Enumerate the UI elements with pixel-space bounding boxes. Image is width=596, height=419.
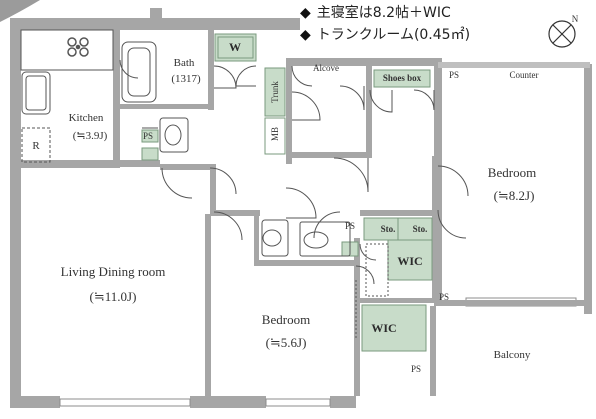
mb-box <box>264 117 286 155</box>
kitchen-label: Kitchen <box>69 112 104 124</box>
diamond-bullet-icon: ◆ <box>300 5 311 21</box>
bedroom-second-label: Bedroom <box>262 312 310 327</box>
refrigerator-box <box>21 127 51 163</box>
refrigerator-label: R <box>32 140 40 152</box>
kitchen-counter <box>20 29 114 71</box>
ps-kitchen-block <box>141 129 159 143</box>
note-trunk-room: ◆ トランクルーム(0.45㎡) <box>300 24 470 44</box>
toilet-tank <box>261 219 289 257</box>
corner-swoosh <box>0 0 40 22</box>
bathtub <box>121 41 157 103</box>
ps-top-label: PS <box>449 70 459 80</box>
wic-second-box <box>361 304 427 352</box>
diamond-bullet-icon: ◆ <box>300 27 311 43</box>
wic-main-label: WIC <box>397 254 422 268</box>
trunk-room <box>264 67 286 117</box>
note-master-bedroom: ◆ 主寝室は8.2帖＋WIC <box>300 2 451 22</box>
ps-middle-label: PS <box>345 221 355 231</box>
note-text: トランクルーム(0.45㎡) <box>316 27 471 43</box>
shoes-box-label: Shoes box <box>383 73 422 83</box>
ps-bottom-label: PS <box>411 364 421 374</box>
living-size: (≒11.0J) <box>90 289 137 304</box>
washer-label: W <box>229 40 241 54</box>
bath-size: (1317) <box>171 73 201 85</box>
wic-main-box <box>387 239 433 281</box>
note-text: 主寝室は8.2帖＋WIC <box>316 5 451 21</box>
kitchen-sink <box>21 71 51 115</box>
living-label: Living Dining room <box>61 264 166 279</box>
bath-label: Bath <box>174 57 195 69</box>
storage-left-label: Sto. <box>381 224 396 234</box>
compass-icon <box>548 20 576 48</box>
shoes-box-cabinet <box>373 69 431 88</box>
ps-kitchen-label: PS <box>143 131 153 141</box>
door-swings <box>119 59 469 285</box>
storage-right-label: Sto. <box>413 224 428 234</box>
trunk-label: Trunk <box>270 81 280 103</box>
mb-label: MB <box>270 127 280 141</box>
balcony-label: Balcony <box>494 349 531 361</box>
compass-letter: N <box>572 14 579 24</box>
stove-icon <box>67 37 89 57</box>
washer-box <box>214 33 257 62</box>
bedroom-second-size: (≒5.6J) <box>266 335 307 350</box>
wic-second-label: WIC <box>371 321 396 335</box>
washbasin-2 <box>299 221 351 257</box>
washbasin <box>159 117 189 153</box>
alcove-label: Alcove <box>313 63 339 73</box>
interior-walls <box>21 30 586 396</box>
ps-right-label: PS <box>439 292 449 302</box>
kitchen-size: (≒3.9J) <box>73 130 108 142</box>
counter-label: Counter <box>510 70 539 80</box>
bedroom-main-label: Bedroom <box>488 165 536 180</box>
fixtures <box>20 29 389 340</box>
bedroom-main-size: (≒8.2J) <box>494 188 535 203</box>
